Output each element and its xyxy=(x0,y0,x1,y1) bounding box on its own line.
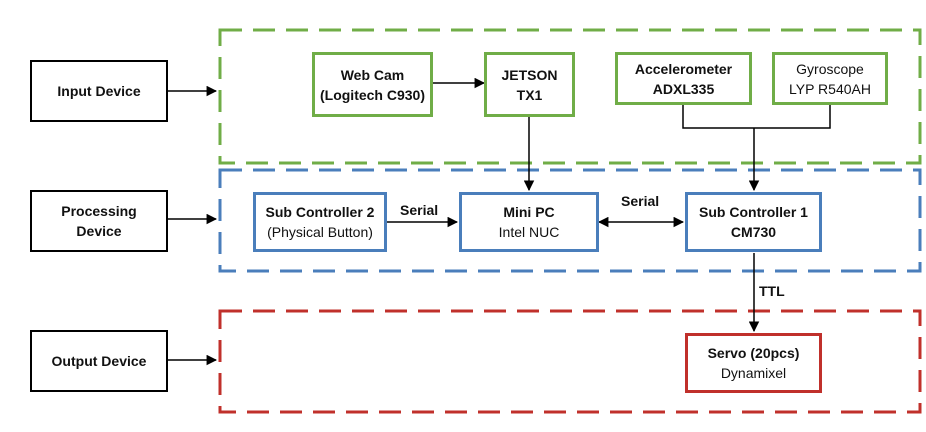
mini-pc-node: Mini PC Intel NUC xyxy=(459,192,599,252)
output-device-region xyxy=(218,309,922,414)
jetson-model: TX1 xyxy=(516,86,543,103)
gyroscope-title: Gyroscope xyxy=(796,60,864,77)
accelerometer-node: Accelerometer ADXL335 xyxy=(615,52,752,105)
jetson-node: JETSON TX1 xyxy=(484,52,575,117)
processing-device-text-1: Processing xyxy=(61,203,137,219)
sub-controller-1-node: Sub Controller 1 CM730 xyxy=(685,192,822,252)
mini-pc-title: Mini PC xyxy=(503,204,555,220)
input-device-text: Input Device xyxy=(57,83,141,99)
serial-label-right: Serial xyxy=(621,193,660,209)
sub-controller-1-title: Sub Controller 1 xyxy=(699,204,808,220)
gyroscope-node: Gyroscope LYP R540AH xyxy=(772,52,888,105)
webcam-title: Web Cam xyxy=(340,66,405,83)
serial-label-left: Serial xyxy=(400,202,439,218)
ttl-label: TTL xyxy=(759,283,785,299)
sub-controller-2-node: Sub Controller 2 (Physical Button) xyxy=(253,192,387,252)
servo-detail: Dynamixel xyxy=(720,365,787,381)
mini-pc-detail: Intel NUC xyxy=(498,224,560,240)
output-device-label: Output Device xyxy=(30,330,168,392)
jetson-title: JETSON xyxy=(501,66,558,83)
input-device-label: Input Device xyxy=(30,60,168,122)
processing-device-label: Processing Device xyxy=(30,190,168,252)
webcam-node: Web Cam (Logitech C930) xyxy=(312,52,433,117)
sub-controller-1-detail: CM730 xyxy=(730,224,777,240)
accelerometer-title: Accelerometer xyxy=(634,60,733,77)
gyroscope-model: LYP R540AH xyxy=(789,80,871,97)
processing-device-text-2: Device xyxy=(76,223,122,239)
webcam-model: (Logitech C930) xyxy=(319,86,425,103)
output-device-text: Output Device xyxy=(51,353,147,369)
line-sensors-merge xyxy=(682,105,831,129)
sub-controller-2-title: Sub Controller 2 xyxy=(265,204,375,220)
accelerometer-model: ADXL335 xyxy=(652,80,715,97)
input-device-region xyxy=(218,28,922,165)
servo-title: Servo (20pcs) xyxy=(707,345,800,361)
sub-controller-2-detail: (Physical Button) xyxy=(267,224,373,240)
servo-node: Servo (20pcs) Dynamixel xyxy=(685,333,822,393)
processing-device-region xyxy=(218,168,922,273)
